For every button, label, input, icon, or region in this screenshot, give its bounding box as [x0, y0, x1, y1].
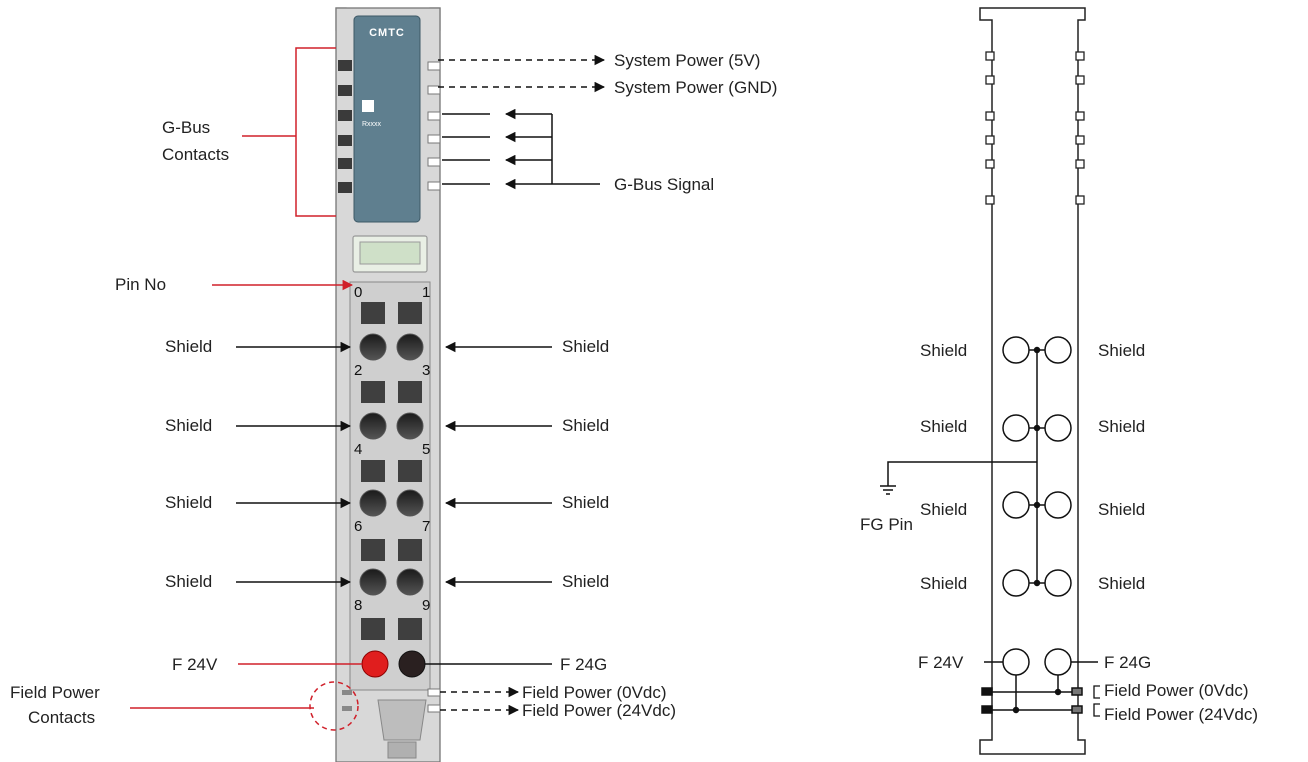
shield-left-label: Shield: [165, 493, 212, 512]
shield-left-label: Shield: [165, 416, 212, 435]
pin-number: 5: [422, 441, 430, 458]
schematic-field-power-0v-label: Field Power (0Vdc): [1104, 681, 1249, 700]
pin-numbers: 0 1 2 3 4 5 6 7 8 9: [354, 284, 430, 614]
terminal-levers: [361, 302, 422, 640]
pin-no-label: Pin No: [115, 275, 166, 294]
gbus-contacts-label-line1: G-Bus: [162, 118, 210, 137]
brand-logo: CMTC: [369, 27, 405, 39]
gbus-signal-label: G-Bus Signal: [614, 175, 714, 194]
field-power-contacts-line2: Contacts: [28, 708, 95, 727]
io-module: CMTC Rxxxx: [335, 7, 441, 762]
f24g-terminal: [398, 650, 426, 678]
field-power-contact-pins: [342, 690, 352, 711]
schematic-field-power-24v-label: Field Power (24Vdc): [1104, 705, 1258, 724]
terminal-hole-1: [396, 333, 424, 361]
f24v-label: F 24V: [172, 655, 218, 674]
schematic-f24v-label: F 24V: [918, 653, 964, 672]
gbus-contacts-bracket: [242, 47, 336, 217]
schematic-shield-right-label: Shield: [1098, 500, 1145, 519]
schematic-shield-left-label: Shield: [920, 500, 967, 519]
right-edge-notches: [427, 61, 441, 191]
terminal-hole-4: [359, 489, 387, 517]
pin-number: 3: [422, 362, 430, 379]
pin-number: 1: [422, 284, 430, 301]
pin-number: 8: [354, 597, 362, 614]
shield-right-label: Shield: [562, 416, 609, 435]
terminal-holes: [359, 333, 424, 596]
schematic-shield-right-label: Shield: [1098, 341, 1145, 360]
fg-pin-label: FG Pin: [860, 515, 913, 534]
gbus-contacts-label-line2: Contacts: [162, 145, 229, 164]
bottom-release-tab: [377, 699, 427, 741]
f24g-label: F 24G: [560, 655, 607, 674]
field-power-contacts-line1: Field Power: [10, 683, 100, 702]
shield-right-label: Shield: [562, 572, 609, 591]
shield-right-label: Shield: [562, 337, 609, 356]
module-label-panel: [353, 15, 421, 223]
fg-pin-ground: [880, 461, 1037, 495]
schematic-shield-bus: [1029, 346, 1045, 587]
terminal-hole-2: [359, 412, 387, 440]
schematic-bus-notches: [985, 51, 1085, 205]
status-led-square: [362, 100, 374, 112]
pin-number: 6: [354, 518, 362, 535]
schematic-module-outline: [979, 7, 1086, 755]
schematic-shield-terminals: [1002, 336, 1072, 676]
shield-left-label: Shield: [165, 572, 212, 591]
shield-left-group: Shield Shield Shield Shield: [165, 337, 352, 591]
system-power-5v-label: System Power (5V): [614, 51, 760, 70]
gbus-signal-lines: [442, 108, 600, 190]
terminal-hole-0: [359, 333, 387, 361]
pin-number: 2: [354, 362, 362, 379]
shield-right-group: Shield Shield Shield Shield: [444, 337, 609, 591]
module-model-label: Rxxxx: [362, 121, 382, 128]
schematic-shield-right-label: Shield: [1098, 574, 1145, 593]
schematic-shield-left-label: Shield: [920, 574, 967, 593]
terminal-hole-3: [396, 412, 424, 440]
pin-number: 4: [354, 441, 362, 458]
terminal-hole-6: [359, 568, 387, 596]
field-power-0v-label: Field Power (0Vdc): [522, 683, 667, 702]
terminal-hole-5: [396, 489, 424, 517]
shield-right-label: Shield: [562, 493, 609, 512]
gbus-contact-pins: [338, 60, 352, 193]
terminal-hole-7: [396, 568, 424, 596]
field-power-contacts-highlight: [309, 681, 359, 731]
pin-number: 0: [354, 284, 362, 301]
schematic-field-power-brackets: [1093, 685, 1100, 717]
field-power-24v-label: Field Power (24Vdc): [522, 701, 676, 720]
schematic-field-power-rails: [981, 675, 1083, 714]
system-power-gnd-label: System Power (GND): [614, 78, 777, 97]
schematic-shield-left-label: Shield: [920, 417, 967, 436]
f24v-terminal-led: [361, 650, 389, 678]
schematic-f24g-label: F 24G: [1104, 653, 1151, 672]
shield-left-label: Shield: [165, 337, 212, 356]
pin-number: 7: [422, 518, 430, 535]
schematic-shield-left-label: Shield: [920, 341, 967, 360]
pin-number: 9: [422, 597, 430, 614]
schematic-shield-right-label: Shield: [1098, 417, 1145, 436]
